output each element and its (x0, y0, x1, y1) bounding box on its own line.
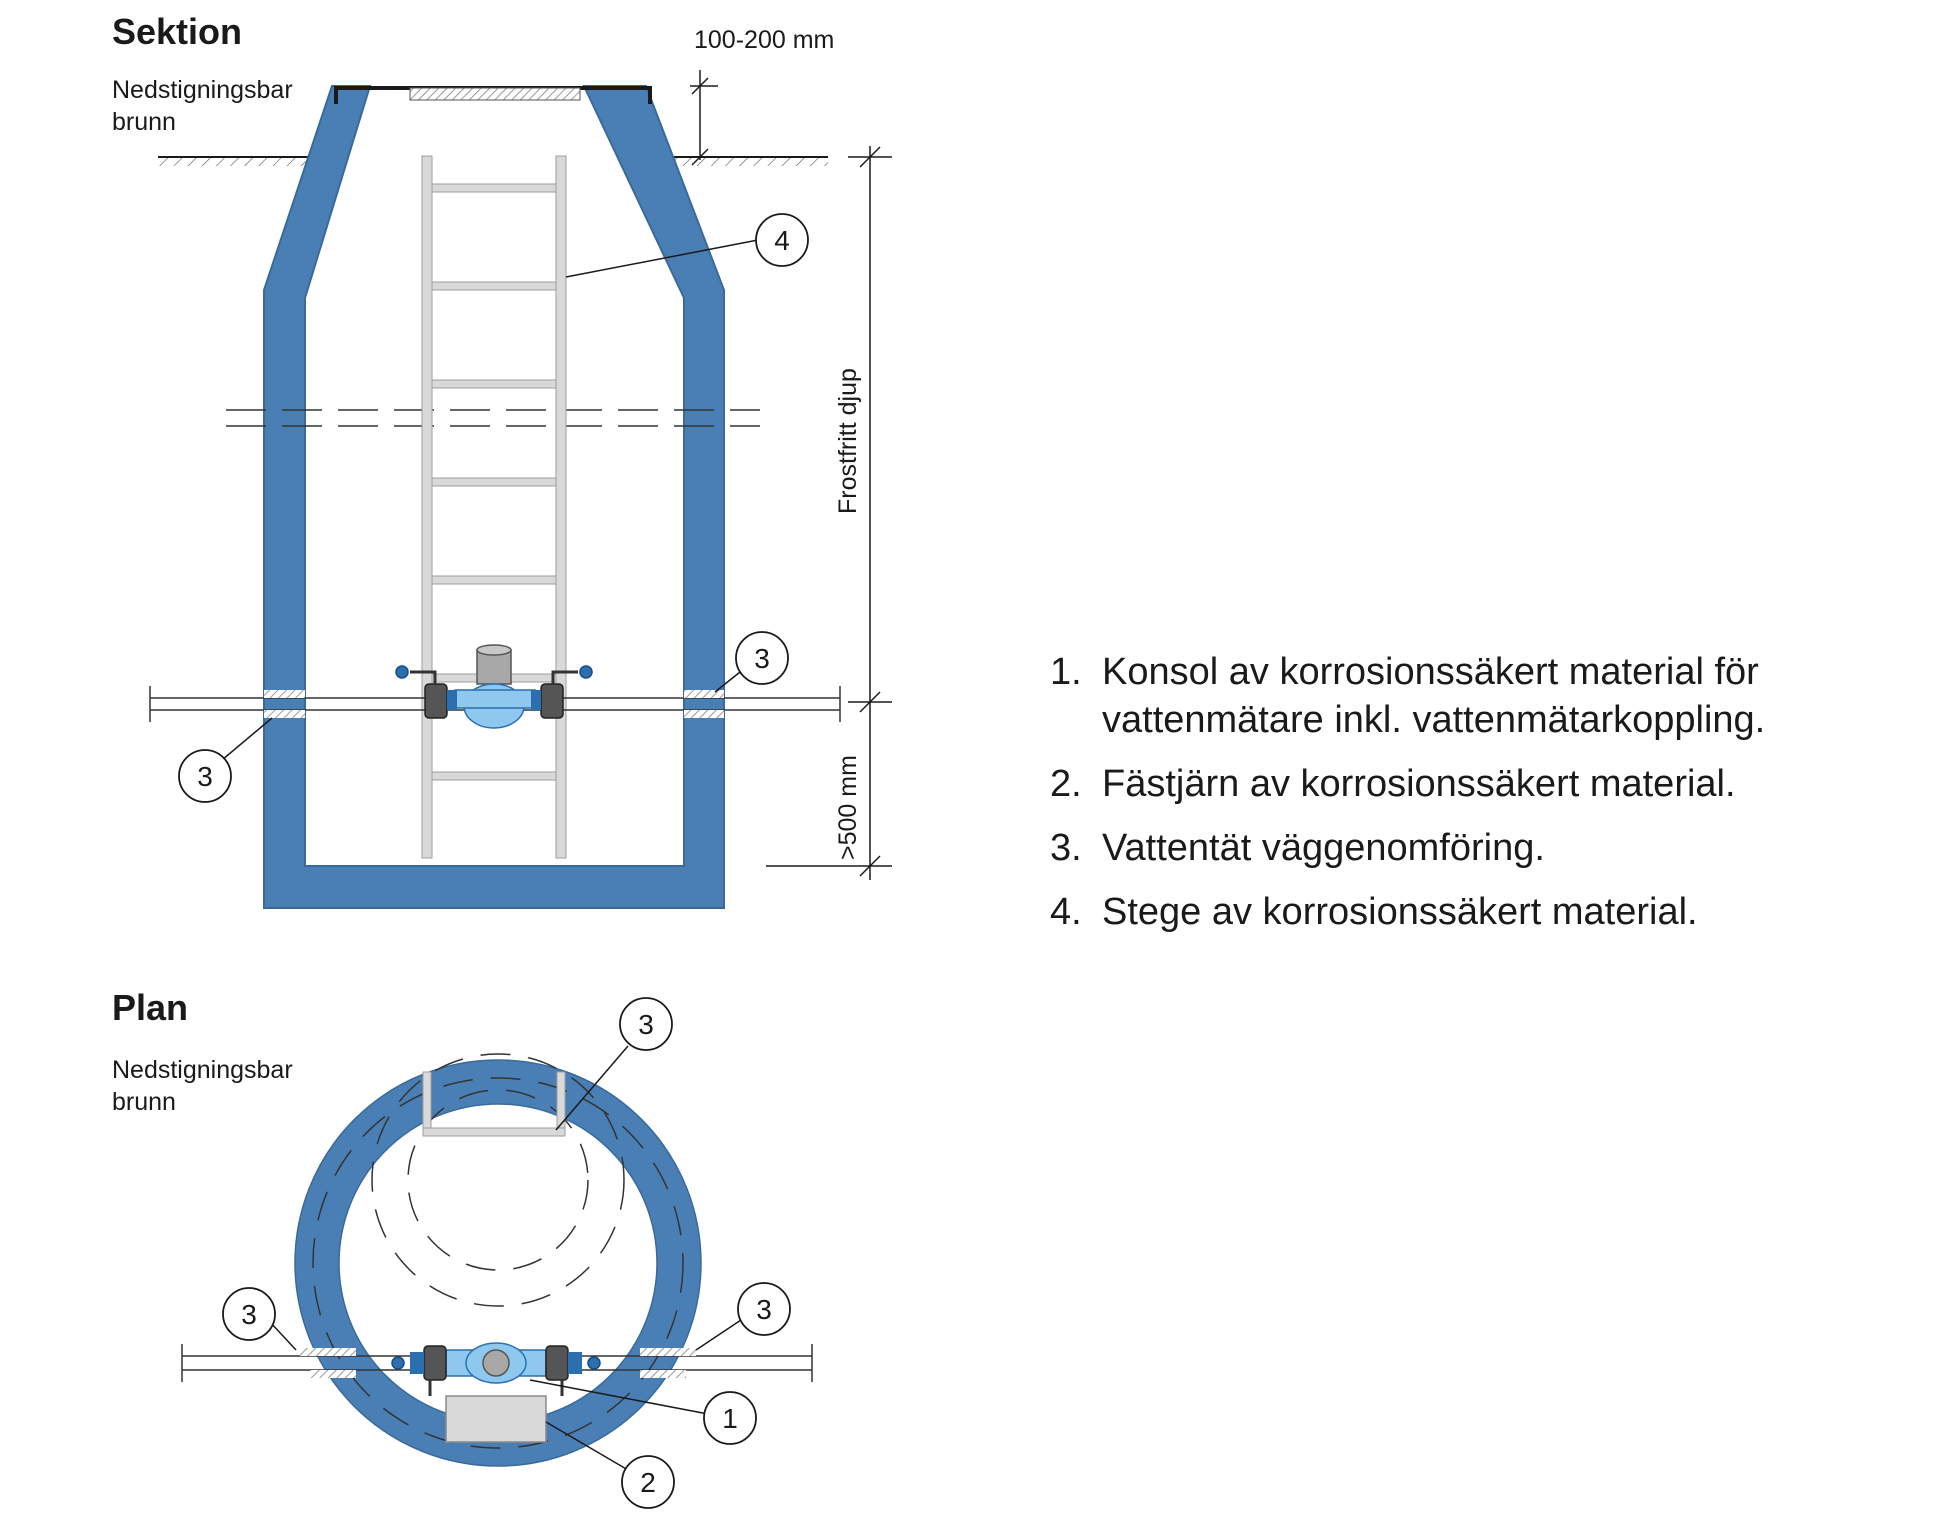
section-title: Sektion (112, 11, 242, 52)
legend-item-3: 3. Vattentät väggenomföring. (1050, 824, 1930, 872)
legend-item-4: 4. Stege av korrosionssäkert material. (1050, 888, 1930, 936)
callout-3-plan-left: 3 (222, 1287, 297, 1351)
dim-depth (766, 146, 892, 880)
legend-item-2: 2. Fästjärn av korrosionssäkert material… (1050, 760, 1930, 808)
section-view: Sektion Nedstigningsbar brunn (112, 11, 892, 909)
legend-item-1: 1. Konsol av korrosionssäkert material f… (1050, 648, 1930, 744)
legend-item-number: 3. (1050, 827, 1082, 869)
legend-item-text: Vattentät väggenomföring. (1102, 827, 1545, 869)
ladder (421, 155, 567, 859)
callout-label: 3 (241, 1299, 257, 1330)
callout-1-plan: 1 (529, 1379, 757, 1445)
callout-label: 3 (756, 1294, 772, 1325)
water-meter-plan (391, 1342, 601, 1396)
callout-3-section-left: 3 (178, 717, 273, 803)
frost-depth-line (226, 409, 760, 427)
callout-label: 3 (197, 761, 213, 792)
section-caption-line2: brunn (112, 108, 176, 136)
ladder-plan (422, 1071, 566, 1137)
callout-3-section-right: 3 (714, 631, 789, 693)
cone-opening (312, 1053, 684, 1449)
mounting-bracket (445, 1395, 547, 1443)
legend-list: 1. Konsol av korrosionssäkert material f… (1050, 648, 1930, 952)
callout-2-plan: 2 (545, 1421, 675, 1509)
legend-item-text: Stege av korrosionssäkert material. (1102, 891, 1698, 933)
section-caption-line1: Nedstigningsbar (112, 76, 293, 104)
well-wall-section (263, 85, 725, 909)
dim-cover-label: 100-200 mm (694, 26, 834, 54)
dim-frost-label: Frostfritt djup (834, 368, 862, 514)
plan-title: Plan (112, 987, 188, 1028)
callout-label: 4 (774, 225, 790, 256)
legend-item-number: 2. (1050, 763, 1082, 805)
manhole-cover (334, 86, 652, 104)
callout-4-section: 4 (565, 213, 809, 278)
well-wall-plan (295, 1060, 701, 1466)
water-meter-section (395, 644, 593, 729)
dim-cover (690, 70, 718, 166)
callout-label: 3 (638, 1009, 654, 1040)
callout-label: 3 (754, 643, 770, 674)
callout-label: 2 (640, 1467, 656, 1498)
plan-caption-line1: Nedstigningsbar (112, 1056, 293, 1084)
plan-caption-line2: brunn (112, 1088, 176, 1116)
legend-item-text: Konsol av korrosionssäkert material för … (1102, 651, 1766, 741)
plan-view: Plan Nedstigningsbar brunn (112, 987, 813, 1509)
callout-3-plan-right: 3 (695, 1282, 791, 1351)
legend-item-number: 1. (1050, 651, 1082, 693)
legend-item-number: 4. (1050, 891, 1082, 933)
legend-item-text: Fästjärn av korrosionssäkert material. (1102, 763, 1736, 805)
callout-label: 1 (722, 1403, 738, 1434)
dim-bottom-label: >500 mm (834, 755, 862, 860)
callout-3-plan-top: 3 (555, 997, 673, 1131)
ground-line (158, 156, 828, 166)
